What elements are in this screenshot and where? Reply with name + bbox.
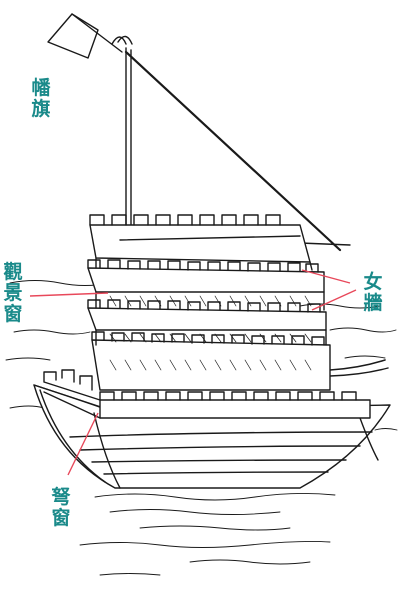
label-parapet: 女牆 bbox=[362, 272, 384, 314]
rigging-line bbox=[126, 52, 340, 250]
flag bbox=[48, 14, 98, 58]
label-crossbow-window: 弩窗 bbox=[50, 487, 72, 529]
label-observation-window: 觀景窗 bbox=[2, 262, 24, 325]
label-flag: 幡旗 bbox=[30, 78, 52, 120]
